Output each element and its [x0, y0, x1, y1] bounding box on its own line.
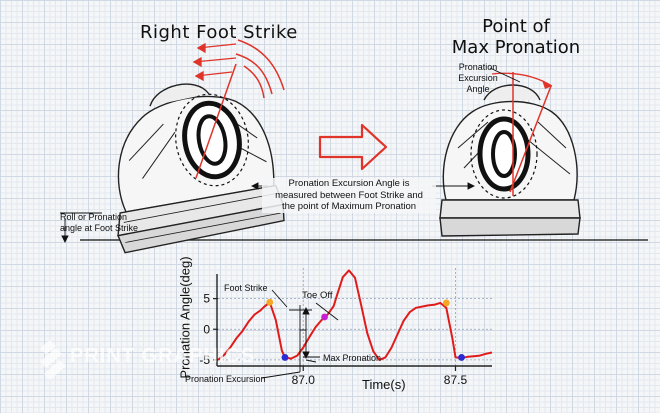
- roll-label-line1: Roll or Pronation: [60, 212, 128, 222]
- excursion-label-line1: Pronation: [458, 62, 498, 72]
- watermark-logo-icon: [40, 340, 66, 380]
- marker-point: [458, 354, 465, 361]
- annotation-foot-strike: Foot Strike: [224, 283, 268, 293]
- annotation-leaders: [261, 289, 339, 379]
- graph-markers: [266, 298, 465, 361]
- y-tick-label: 5: [203, 292, 210, 306]
- marker-point: [281, 354, 289, 361]
- motion-arcs: [235, 39, 285, 99]
- motion-arrows: [192, 42, 237, 82]
- graph-y-label: Pronation Angle(deg): [177, 256, 193, 379]
- roll-label-leader: [60, 212, 102, 244]
- excursion-label-leader: [489, 67, 521, 83]
- excursion-label-line2: Excursion: [458, 73, 498, 83]
- watermark-text: PRINT GRAPHICS: [70, 345, 256, 367]
- center-note-line1: Pronation Excursion Angle is: [288, 178, 410, 189]
- excursion-label-line3: Angle: [466, 84, 490, 94]
- right-title-line1: Point of: [482, 16, 550, 37]
- roll-label: Roll or Pronation angle at Foot Strike: [60, 212, 138, 234]
- right-title-line2: Max Pronation: [451, 37, 581, 58]
- marker-point: [266, 298, 274, 306]
- max-pronation-axis-line: [509, 85, 552, 193]
- roll-label-line2: angle at Foot Strike: [60, 223, 139, 233]
- right-title: Point of Max Pronation: [446, 16, 586, 58]
- direction-arrow-icon: [318, 123, 388, 171]
- annotation-toe-off: Toe Off: [302, 290, 333, 301]
- y-tick-label: -5: [199, 353, 210, 367]
- graph-ticks: -5 0 5 87.0 87.5: [199, 292, 467, 387]
- marker-point: [442, 299, 450, 307]
- pronation-graph: -5 0 5 87.0 87.5: [199, 268, 493, 387]
- center-note: Pronation Excursion Angle is measured be…: [262, 178, 436, 213]
- arc-arrowhead: [542, 80, 552, 89]
- center-note-line2: measured between Foot Strike and: [275, 189, 423, 201]
- excursion-angle-label: Pronation Excursion Angle: [448, 62, 508, 95]
- left-axis-line: [195, 63, 237, 179]
- y-tick-label: 0: [203, 322, 210, 336]
- marker-point: [321, 313, 328, 321]
- annotation-max-pronation: Max Pronation: [323, 353, 382, 363]
- x-tick-label: 87.0: [292, 373, 316, 387]
- series-line: [217, 269, 493, 361]
- annotation-pronation-excursion: Pronation Excursion: [185, 374, 266, 384]
- right-heel-counter: [470, 109, 538, 199]
- center-note-line3: the point of Maximum Pronation: [281, 201, 417, 212]
- right-shoe-sketch: [439, 84, 581, 237]
- left-title: Right Foot Strike: [140, 22, 298, 43]
- graph-x-label: Time(s): [362, 377, 406, 392]
- graph-grid: [218, 268, 492, 366]
- x-tick-label: 87.5: [444, 373, 468, 387]
